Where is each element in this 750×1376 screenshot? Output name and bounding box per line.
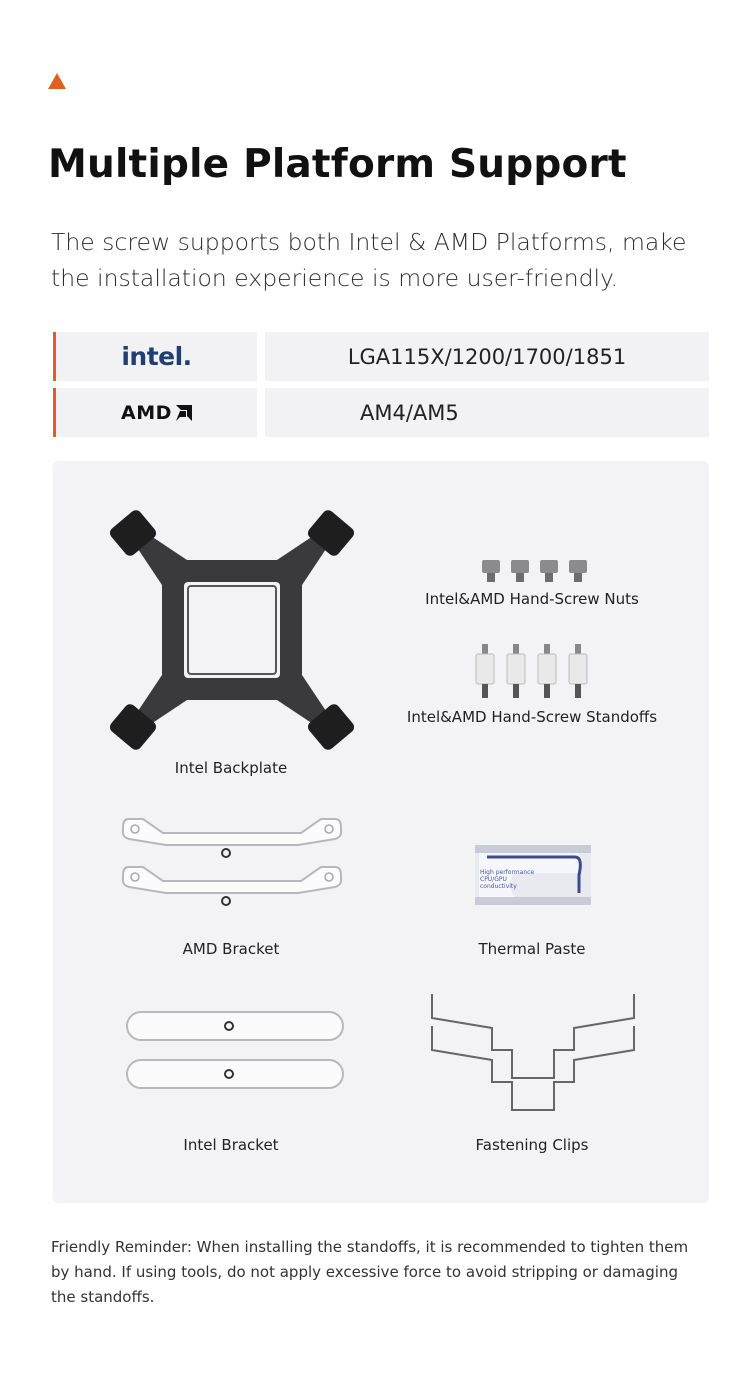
- platform-row-intel: intel. LGA115X/1200/1700/1851: [53, 332, 709, 381]
- amd-arrow-icon: [175, 404, 192, 421]
- amd-bracket-image: [122, 818, 342, 906]
- caption-fastening-clips: Fastening Clips: [475, 1136, 589, 1154]
- caption-hand-screw-nuts: Intel&AMD Hand-Screw Nuts: [425, 590, 639, 608]
- caption-intel-backplate: Intel Backplate: [174, 759, 288, 777]
- intel-sockets: LGA115X/1200/1700/1851: [265, 332, 709, 381]
- amd-sockets: AM4/AM5: [265, 388, 709, 437]
- hand-screw-standoffs-image: [475, 644, 588, 698]
- intel-logo: intel.: [53, 332, 257, 381]
- caption-thermal-paste: Thermal Paste: [478, 940, 586, 958]
- page-title: Multiple Platform Support: [48, 142, 627, 187]
- intel-backplate-image: [109, 510, 355, 750]
- caption-amd-bracket: AMD Bracket: [182, 940, 280, 958]
- fastening-clips-image: [431, 994, 635, 1111]
- amd-logo: AMD: [53, 388, 257, 437]
- thermal-paste-image: [475, 845, 591, 905]
- intel-bracket-image: [126, 1011, 344, 1089]
- platform-row-amd: AMD AM4/AM5: [53, 388, 709, 437]
- friendly-reminder: Friendly Reminder: When installing the s…: [51, 1238, 689, 1306]
- caption-hand-screw-standoffs: Intel&AMD Hand-Screw Standoffs: [406, 708, 658, 726]
- thermal-paste-pack-text: High performance CPU/GPU conductivity: [480, 869, 535, 890]
- caption-intel-bracket: Intel Bracket: [183, 1136, 279, 1154]
- intro-text: The screw supports both Intel & AMD Plat…: [51, 228, 687, 292]
- hand-screw-nuts-image: [482, 560, 587, 582]
- section-marker-triangle: [48, 73, 66, 89]
